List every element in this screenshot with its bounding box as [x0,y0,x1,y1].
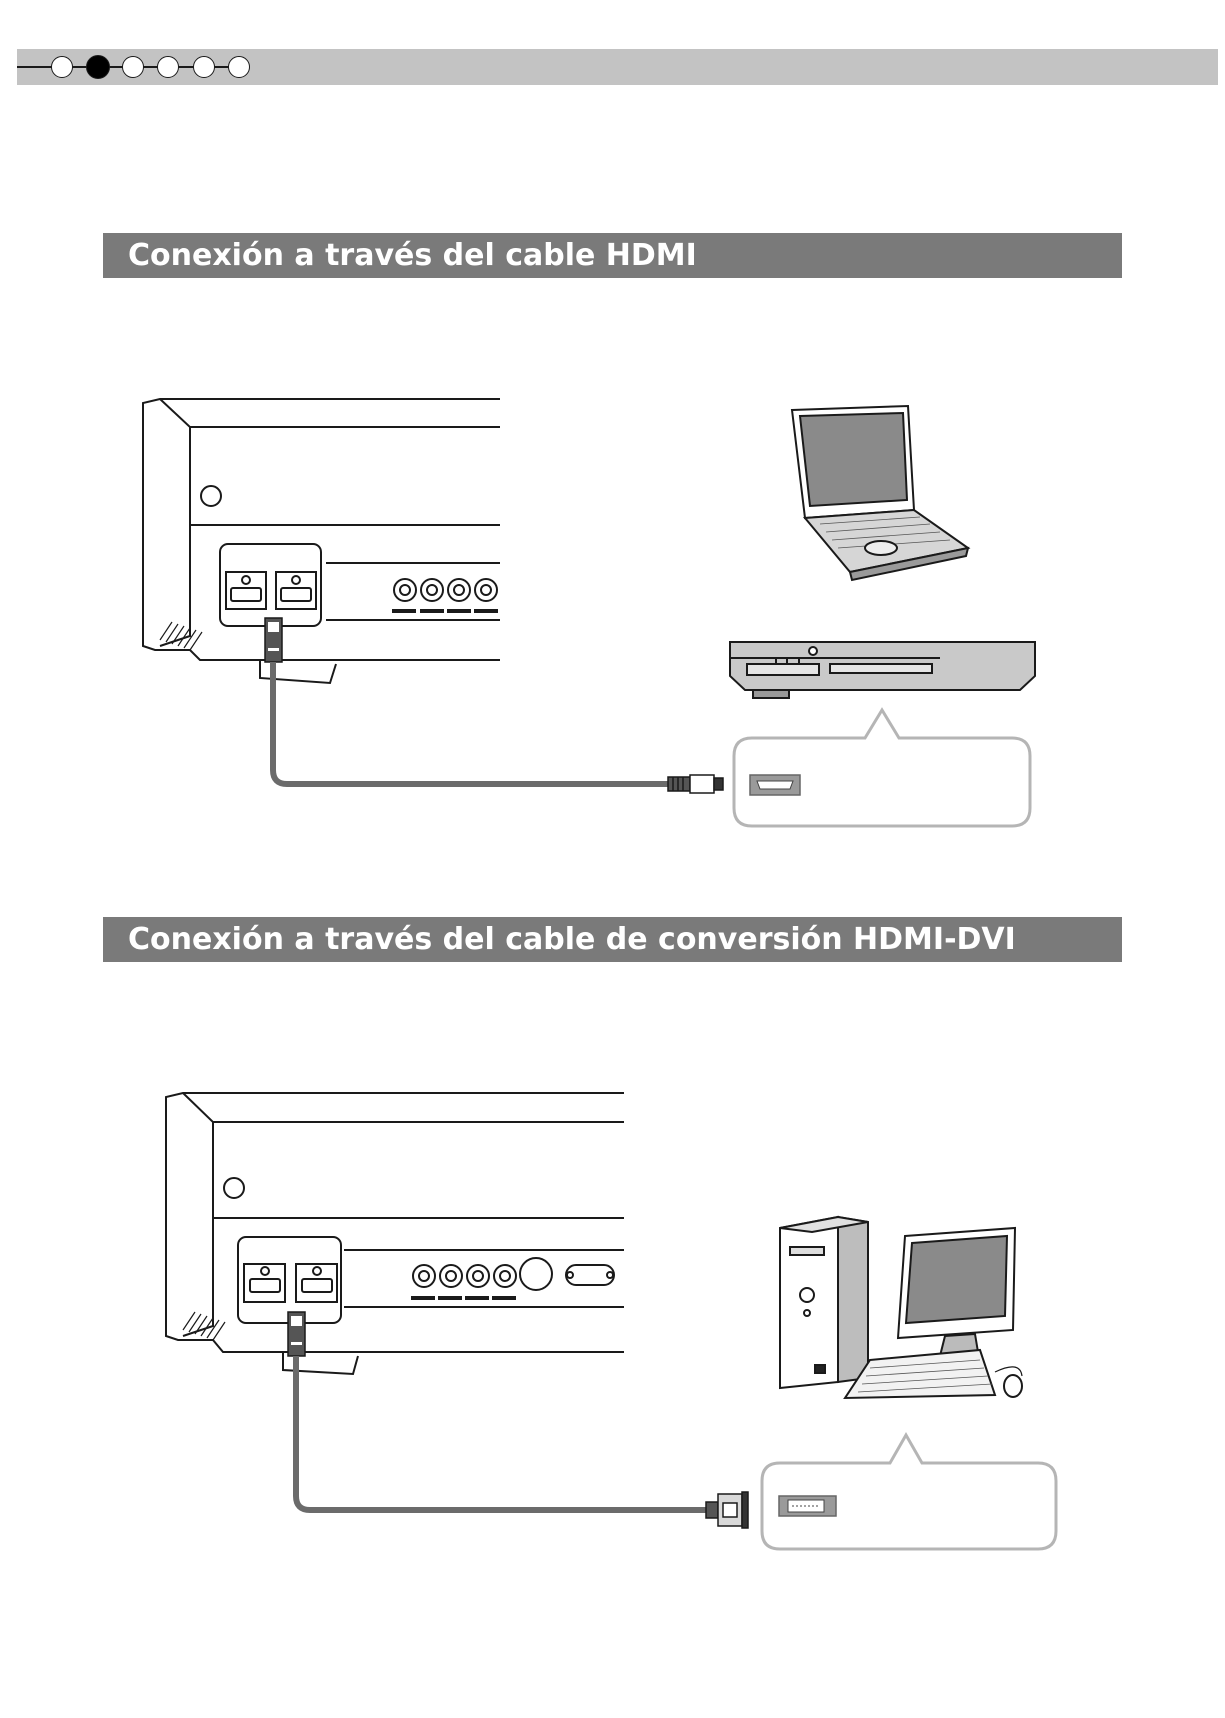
hdmi-plug-icon [265,618,282,662]
hdmi-connection-diagram [0,380,1225,840]
laptop-icon [792,406,968,580]
progress-step-3 [122,56,144,78]
hdmi-plug-icon [668,775,723,793]
hdmi-output-callout [734,710,1030,826]
progress-step-4 [157,56,179,78]
projector-rear-panel-icon [166,1093,624,1374]
dvi-port-icon [779,1496,836,1516]
hdmi-plug-icon [288,1312,305,1356]
hdmi-dvi-cable [296,1356,706,1510]
progress-step-2-active [86,55,110,79]
progress-step-1 [51,56,73,78]
header-bar-endcap [1218,49,1225,85]
hdmi-port-icon [750,775,800,795]
section-title-hdmi: Conexión a través del cable HDMI [103,233,1122,278]
projector-rear-panel-icon [143,399,500,683]
desktop-pc-icon [780,1217,1022,1398]
progress-step-6 [228,56,250,78]
hdmi-dvi-connection-diagram [0,1080,1225,1580]
dvd-player-icon [730,642,1035,698]
section-title-hdmi-dvi: Conexión a través del cable de conversió… [103,917,1122,962]
progress-step-5 [193,56,215,78]
dvi-plug-icon [706,1492,748,1528]
hdmi-cable [273,662,668,784]
dvi-output-callout [762,1435,1056,1549]
